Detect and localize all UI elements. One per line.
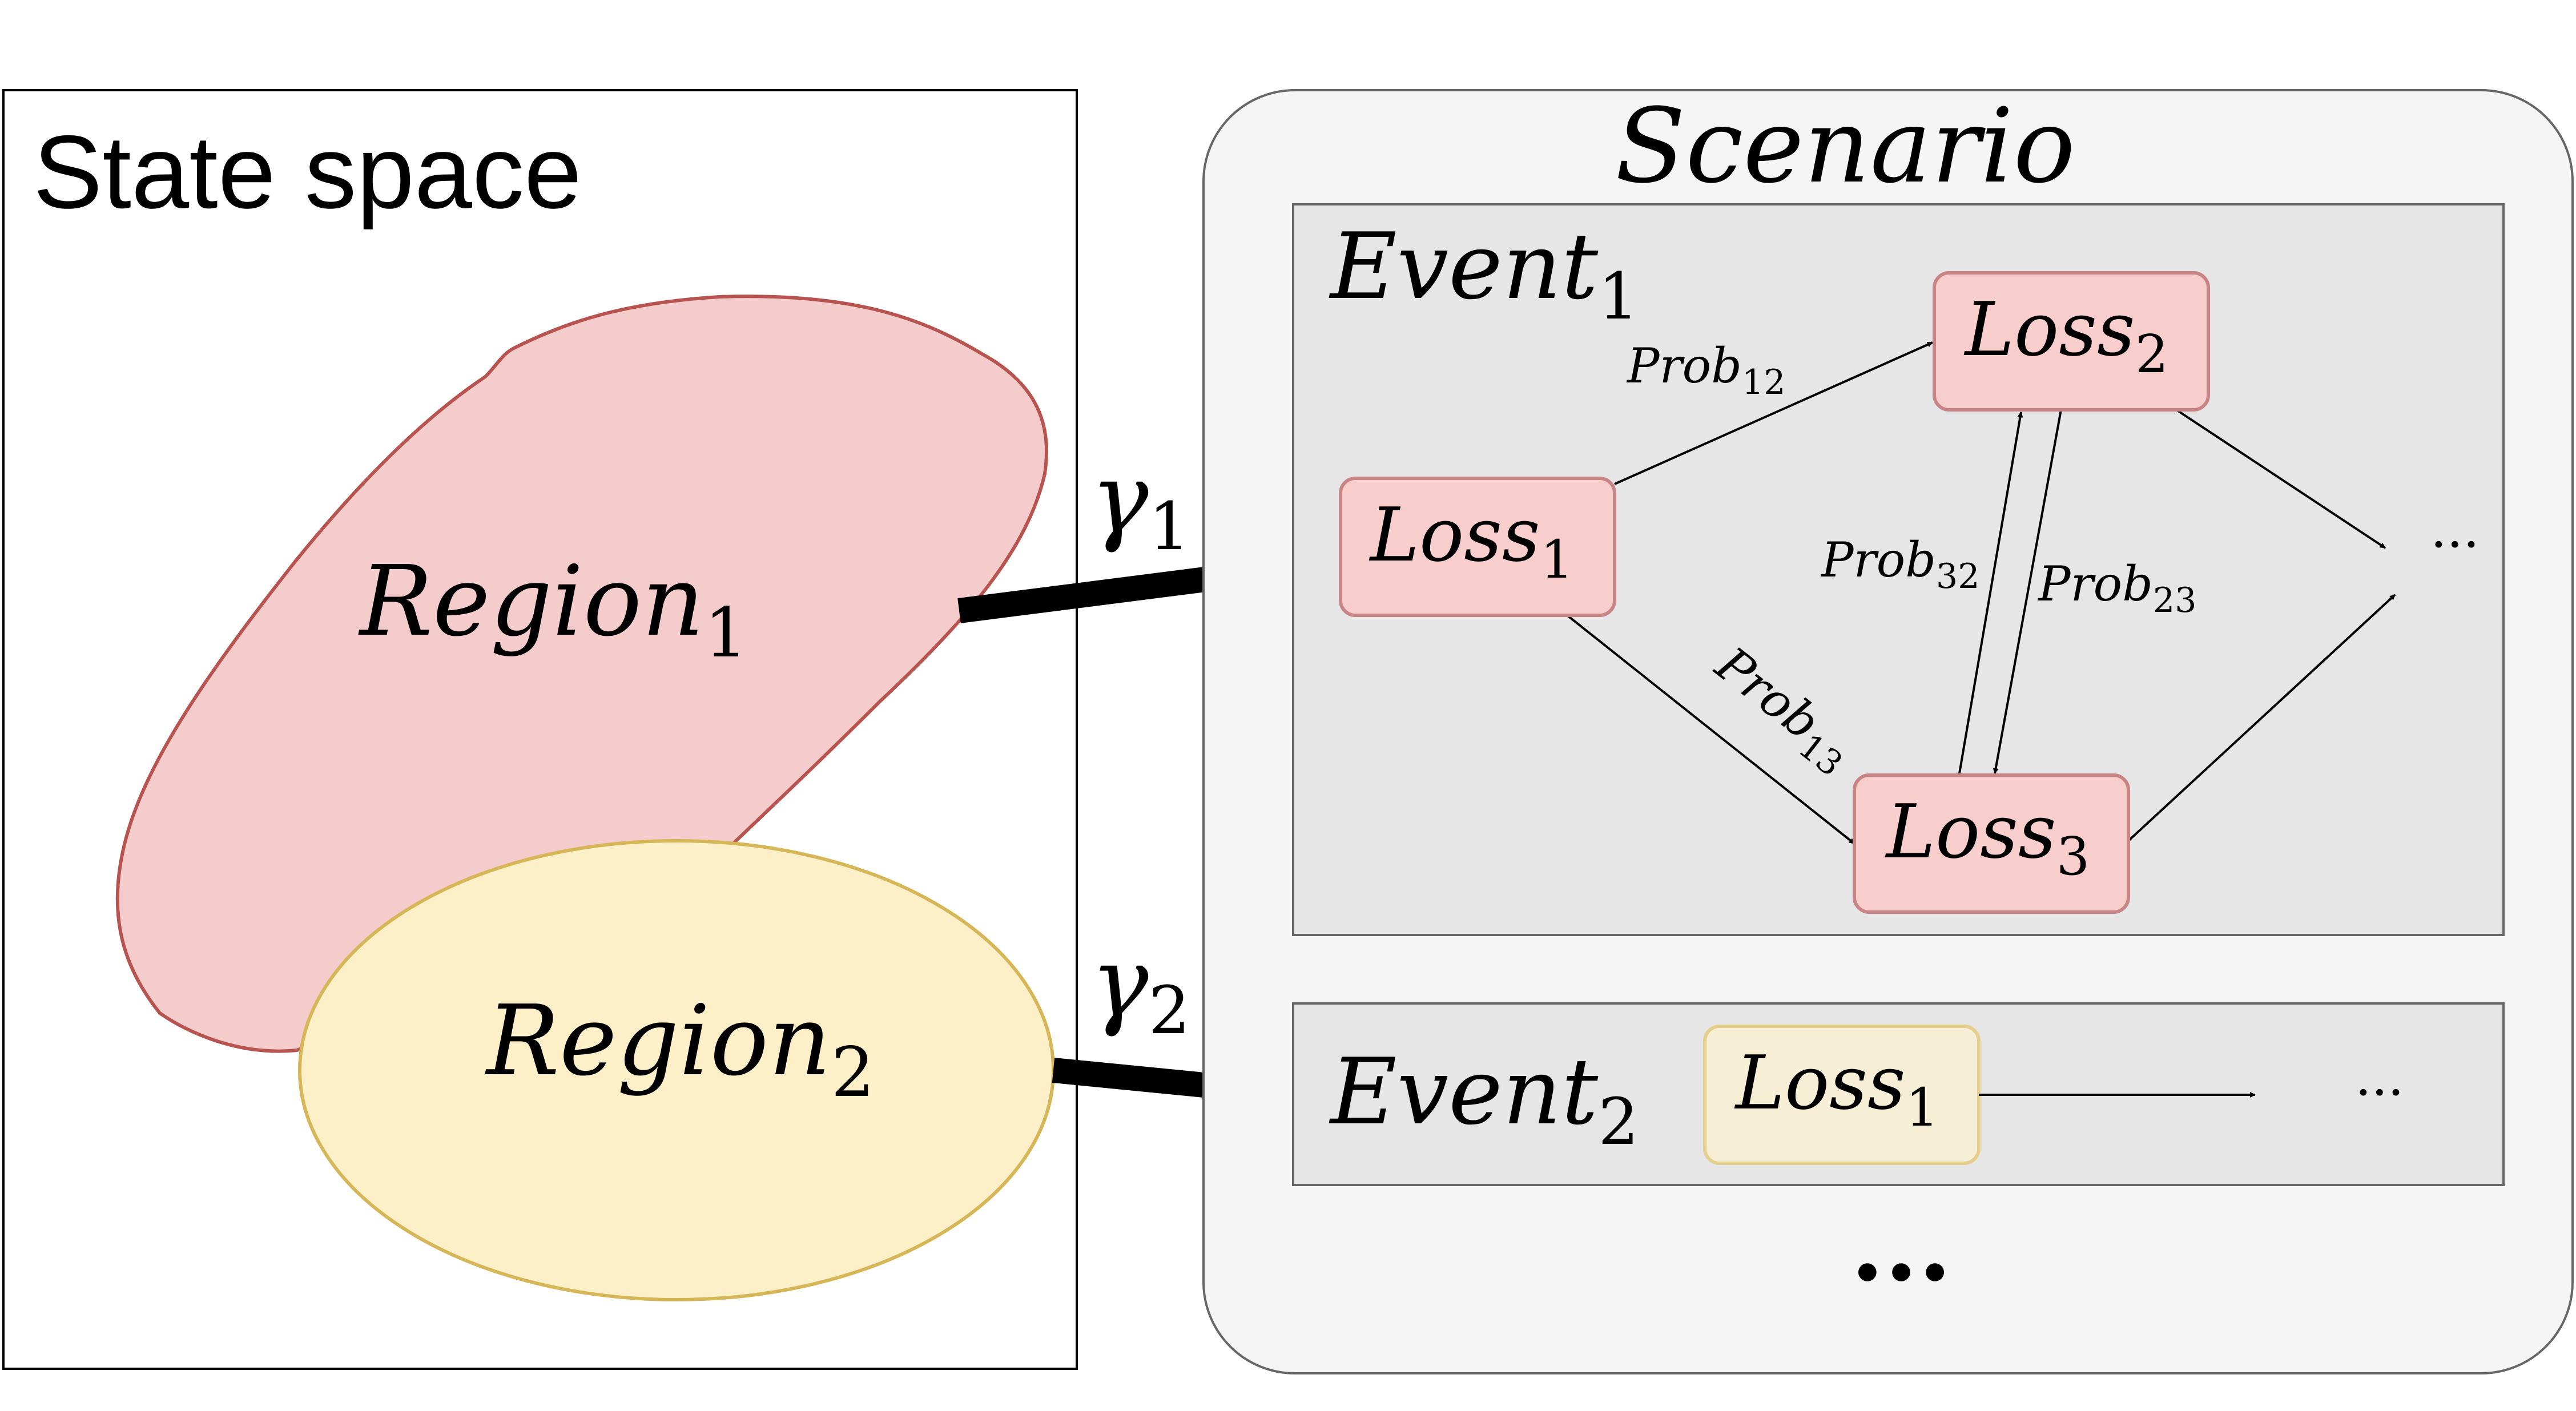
state-space-panel: State space Region1 Region2 xyxy=(2,89,1078,1370)
loss-3-node: Loss3 xyxy=(1853,773,2130,914)
edge-loss2-to-more xyxy=(2175,409,2386,549)
region-1-label: Region1 xyxy=(358,545,748,673)
edge-loss3-to-loss2 xyxy=(1958,412,2023,774)
prob-23-label: Prob23 xyxy=(2037,556,2196,620)
edge-loss1-to-loss2 xyxy=(1614,341,1933,485)
prob-32-label: Prob32 xyxy=(1820,532,1979,596)
scenario-panel: Scenario Event1 Loss1 xyxy=(1202,87,2574,1374)
loss-2-label: Loss2 xyxy=(1964,286,2169,385)
edge-loss3-to-more xyxy=(2127,594,2396,842)
scenario-title: Scenario xyxy=(1615,87,2075,206)
region-1-shape xyxy=(115,295,1048,1053)
gamma-1-label: γ1 xyxy=(1090,442,1190,565)
event-2-ellipsis: ··· xyxy=(2355,1063,2404,1123)
region-2-label: Region2 xyxy=(485,985,875,1112)
loss-1-node: Loss1 xyxy=(1339,477,1616,617)
state-space-title: State space xyxy=(33,114,582,230)
event-1-panel: Event1 Loss1 Loss2 xyxy=(1292,203,2505,936)
event-2-loss-1-label: Loss1 xyxy=(1734,1039,1939,1138)
event-1-ellipsis: ··· xyxy=(2430,515,2480,575)
gamma-2-label: γ2 xyxy=(1090,926,1190,1049)
event-2-panel: Event2 Loss1 ··· xyxy=(1292,1002,2505,1186)
event-1-label: Event1 xyxy=(1329,213,1639,334)
prob-12-label: Prob12 xyxy=(1626,338,1785,402)
edge-loss1-to-loss3 xyxy=(1566,614,1855,845)
event-2-label: Event2 xyxy=(1329,1038,1639,1159)
loss-3-label: Loss3 xyxy=(1885,788,2090,887)
loss-1-label: Loss1 xyxy=(1369,491,1574,590)
event-2-loss-1-node: Loss1 xyxy=(1703,1025,1981,1165)
edge-loss2-to-loss3 xyxy=(1993,409,2062,774)
loss-2-node: Loss2 xyxy=(1933,271,2210,412)
more-events-ellipsis: ··· xyxy=(1850,1215,1952,1329)
